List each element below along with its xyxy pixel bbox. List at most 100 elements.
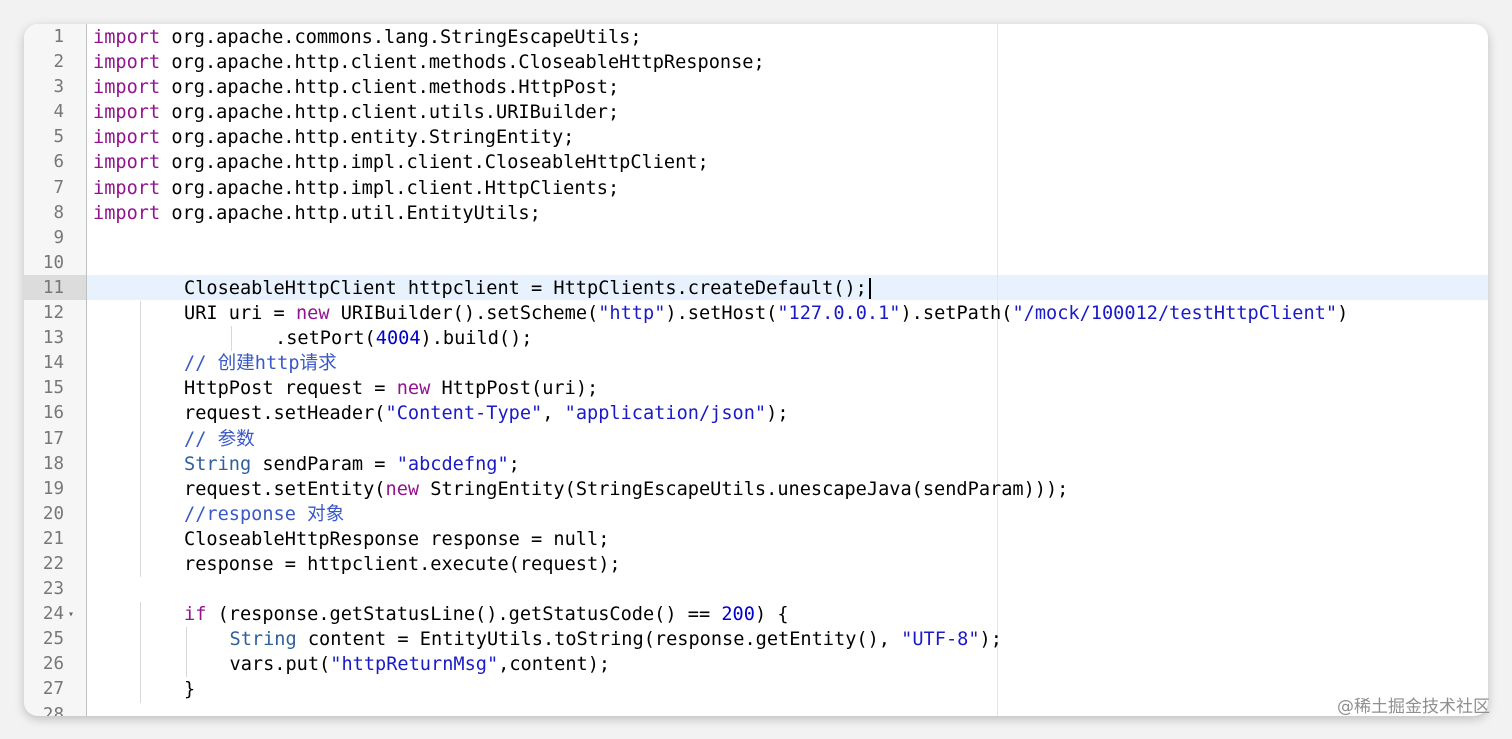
code-text: // 参数 [184, 427, 255, 452]
code-line[interactable]: 17 // 参数 [24, 426, 1488, 452]
code-line[interactable]: 18 String sendParam = "abcdefng"; [24, 451, 1488, 477]
code-line[interactable]: 23 [24, 577, 1488, 602]
code-text: request.setEntity(new StringEntity(Strin… [184, 477, 1068, 502]
code-token: , [542, 403, 565, 425]
line-number: 7 [53, 177, 64, 198]
line-number: 23 [42, 579, 64, 600]
code-token: org.apache.http.client.methods.Closeable… [160, 52, 765, 74]
code-editor-window: 1 import org.apache.commons.lang.StringEs… [24, 24, 1488, 716]
code-text: if (response.getStatusLine().getStatusCo… [184, 602, 789, 627]
active-line-highlight [24, 275, 1488, 300]
code-line[interactable]: 7 import org.apache.http.impl.client.Http… [24, 176, 1488, 201]
code-line[interactable]: 27} [24, 677, 1488, 703]
code-line[interactable]: 9 [24, 226, 1488, 251]
line-number: 8 [53, 202, 64, 223]
line-number: 26 [42, 654, 64, 675]
code-token: } [184, 679, 196, 701]
code-line[interactable]: 20//response 对象 [24, 501, 1488, 527]
code-token: ); [979, 629, 1002, 651]
code-line[interactable]: 28 [24, 703, 1488, 716]
code-token: CloseableHttpResponse response = null; [184, 528, 610, 550]
print-margin-line [997, 24, 998, 716]
code-token: import [93, 202, 161, 224]
indent-guide [140, 376, 141, 402]
line-number: 18 [42, 453, 64, 474]
code-text: import org.apache.commons.lang.StringEsc… [93, 25, 642, 50]
code-line[interactable]: 21 CloseableHttpResponse response = null; [24, 526, 1488, 552]
code-token: "UTF-8" [901, 629, 980, 651]
code-line[interactable]: 26 vars.put("httpReturnMsg",content); [24, 652, 1488, 678]
code-token: StringEntity(StringEscapeUtils.unescapeJ… [419, 478, 1069, 500]
code-text: import org.apache.http.client.methods.Ht… [93, 75, 619, 100]
code-token: (response.getStatusLine().getStatusCode(… [206, 604, 722, 626]
code-text: String sendParam = "abcdefng"; [184, 452, 520, 477]
code-text: vars.put("httpReturnMsg",content); [230, 652, 611, 677]
code-token: URIBuilder().setScheme( [329, 303, 599, 325]
code-token: HttpPost request = [184, 378, 397, 400]
code-text: import org.apache.http.client.utils.URIB… [93, 100, 619, 125]
code-line[interactable]: 8 import org.apache.http.util.EntityUtils… [24, 201, 1488, 226]
code-token: "http" [598, 303, 666, 325]
code-token: org.apache.http.impl.client.HttpClients; [160, 177, 620, 199]
line-number: 1 [53, 27, 64, 47]
code-line[interactable]: 1 import org.apache.commons.lang.StringEs… [24, 25, 1488, 50]
code-token: 200 [721, 604, 755, 626]
code-token: import [93, 27, 161, 48]
code-token: "Content-Type" [385, 403, 543, 425]
active-line-gutter-highlight [24, 275, 86, 300]
line-number: 28 [42, 704, 64, 716]
code-line[interactable]: 24▾if (response.getStatusLine().getStatu… [24, 602, 1488, 628]
indent-guide [140, 401, 141, 427]
indent-guide [185, 652, 187, 678]
code-line[interactable]: 13.setPort(4004).build(); [24, 326, 1488, 352]
code-text: CloseableHttpResponse response = null; [184, 527, 609, 552]
line-number: 17 [42, 428, 64, 449]
indent-guide [140, 301, 141, 327]
code-text: import org.apache.http.entity.StringEnti… [93, 125, 574, 150]
code-area[interactable]: 1 import org.apache.commons.lang.StringEs… [24, 25, 1488, 716]
code-token: 4004 [375, 328, 421, 350]
indent-guide [140, 652, 141, 678]
code-token: HttpPost(uri); [430, 378, 599, 400]
line-number: 15 [42, 378, 64, 399]
line-number: 22 [42, 553, 64, 574]
indent-guide [231, 326, 232, 352]
fold-arrow-icon[interactable]: ▾ [68, 609, 75, 621]
code-line[interactable]: 14// 创建http请求 [24, 351, 1488, 377]
line-number: 21 [42, 528, 64, 549]
code-line[interactable]: 10 [24, 251, 1488, 276]
code-text: import org.apache.http.impl.client.HttpC… [93, 176, 619, 201]
line-number: 11 [42, 277, 64, 298]
code-text: // 创建http请求 [184, 351, 337, 376]
indent-guide [185, 627, 187, 653]
code-token: import [93, 127, 161, 149]
code-token: ) [1337, 303, 1349, 325]
code-line[interactable]: 25 String content = EntityUtils.toString(… [24, 627, 1488, 653]
line-number: 25 [42, 629, 64, 650]
code-token: ; [508, 453, 520, 475]
gutter-divider [86, 24, 87, 716]
indent-guide [140, 602, 141, 628]
text-cursor [868, 277, 871, 299]
code-token: org.apache.http.client.utils.URIBuilder; [160, 102, 620, 124]
code-token: org.apache.http.impl.client.CloseableHtt… [160, 152, 709, 174]
code-token: .setPort( [275, 328, 376, 350]
code-text: request.setHeader("Content-Type", "appli… [184, 401, 789, 426]
code-token: ,content); [498, 654, 611, 676]
indent-guide [140, 476, 141, 502]
code-token: import [93, 52, 161, 74]
code-text: import org.apache.http.util.EntityUtils; [93, 201, 541, 226]
code-token: "application/json" [564, 403, 767, 425]
code-text: String content = EntityUtils.toString(re… [230, 627, 1002, 652]
